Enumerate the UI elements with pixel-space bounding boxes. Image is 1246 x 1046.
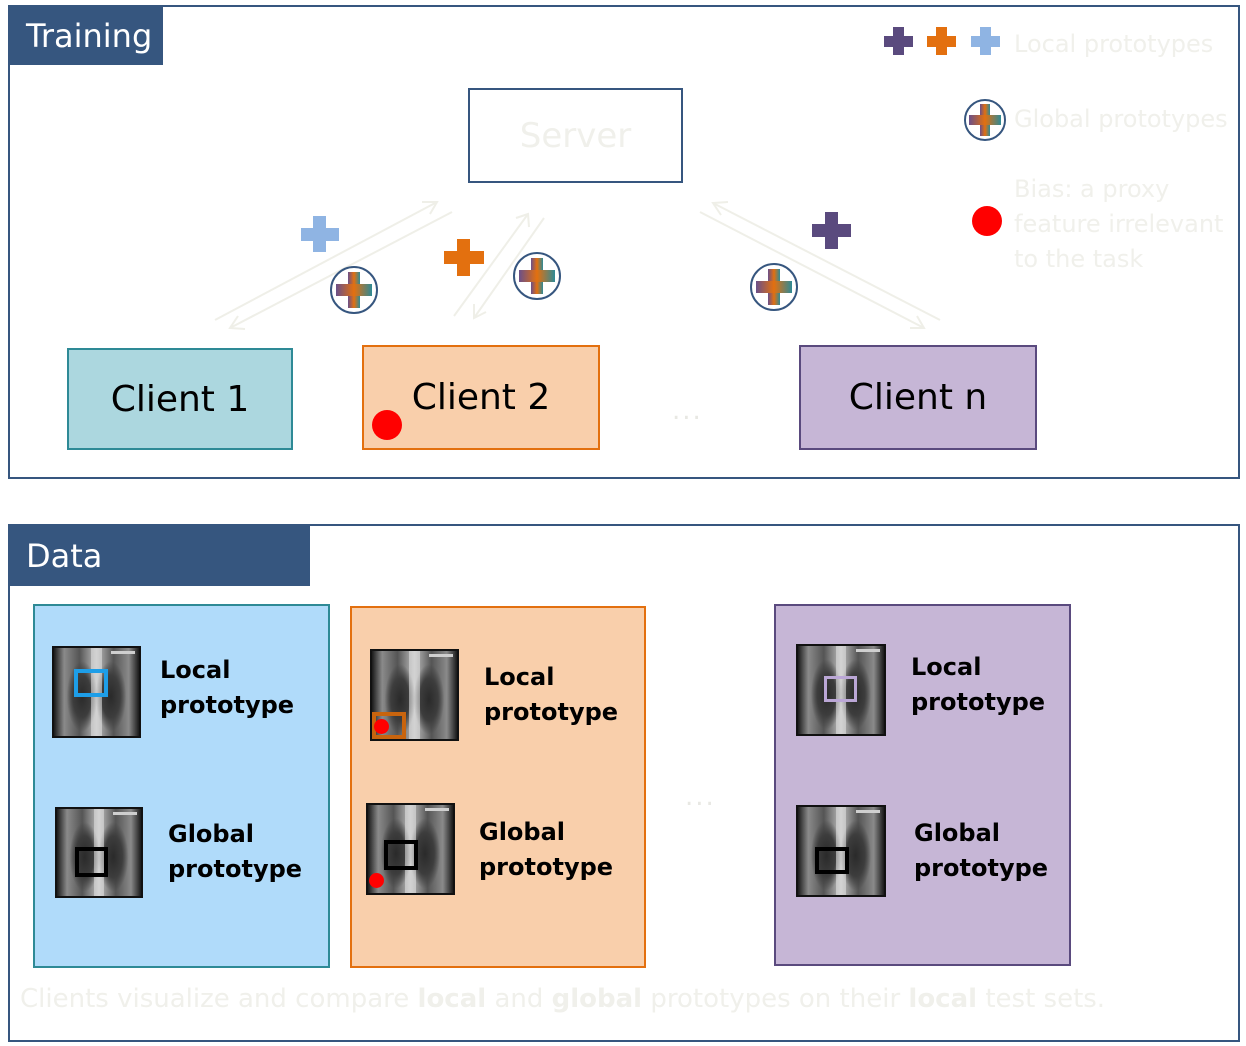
client-1-global-label-2: prototype <box>168 855 303 883</box>
caption-part-3: prototypes on their <box>642 984 909 1014</box>
client-1-global-label-1: Global <box>168 820 255 848</box>
training-tab: Training <box>10 7 163 65</box>
caption-part-2: and <box>486 984 552 1014</box>
legend-global-icon <box>964 99 1006 141</box>
examination-tab: Data examination <box>10 526 310 635</box>
client-2-global-bias-dot <box>369 873 384 888</box>
global-prototype-icon-3 <box>750 263 798 311</box>
client-n-local-label-1: Local <box>911 653 982 681</box>
client-1-label: Client 1 <box>110 378 250 420</box>
server-label: Server <box>519 115 632 156</box>
client-1-global-roi <box>75 847 108 877</box>
client-2-local-label-2: prototype <box>484 698 619 726</box>
legend-local-orange-icon <box>927 27 956 55</box>
legend-global-label: Global prototypes <box>1014 105 1228 133</box>
examination-ellipsis: ... <box>685 782 716 812</box>
caption-word-global: global <box>551 984 643 1014</box>
server-box: Server <box>468 88 683 183</box>
legend-bias-dot-icon <box>972 206 1002 236</box>
local-prototype-blue-icon <box>301 216 339 252</box>
client-1-local-label-2: prototype <box>160 691 295 719</box>
client-2-local-label-1: Local <box>484 663 555 691</box>
caption-word-local: local <box>417 984 487 1014</box>
client-2-local-bias-dot <box>374 719 389 734</box>
client-n-label: Client n <box>848 377 988 418</box>
client-n-global-label-2: prototype <box>914 854 1049 882</box>
client-n-global-roi <box>815 847 849 874</box>
local-prototype-orange-icon <box>444 239 484 276</box>
client-1-global-xray <box>55 807 143 898</box>
client-n-global-xray <box>796 805 886 897</box>
client-1-local-label-1: Local <box>160 656 231 684</box>
client-n-local-roi <box>824 676 857 702</box>
client-1-local-roi <box>74 669 108 697</box>
global-prototype-icon-2 <box>513 252 561 300</box>
client-n-local-xray <box>796 644 886 736</box>
client-2-label: Client 2 <box>411 377 551 418</box>
client-2-local-xray <box>370 649 459 741</box>
local-prototype-purple-icon <box>812 212 851 249</box>
client-n-box: Client n <box>799 345 1037 450</box>
client-2-bias-dot <box>372 410 402 440</box>
caption-word-local-2: local <box>908 984 978 1014</box>
client-2-box: Client 2 <box>362 345 600 450</box>
client-2-global-xray <box>366 803 455 895</box>
caption-part-4: test sets. <box>977 984 1106 1014</box>
client-1-local-xray <box>52 646 141 738</box>
caption-part-1: Clients visualize and compare <box>20 984 418 1014</box>
training-ellipsis: ... <box>672 396 703 426</box>
training-prototype-icons <box>301 27 1006 314</box>
client-1-box: Client 1 <box>67 348 293 450</box>
client-2-global-label-1: Global <box>479 818 566 846</box>
legend-local-label: Local prototypes <box>1014 30 1214 58</box>
client-2-global-roi <box>384 840 418 870</box>
legend-bias-line1: Bias: a proxy <box>1014 175 1170 203</box>
client-2-global-label-2: prototype <box>479 853 614 881</box>
examination-caption: Clients visualize and compare local and … <box>20 984 1105 1014</box>
legend-local-blue-icon <box>971 27 1000 55</box>
legend-local-purple-icon <box>884 27 913 55</box>
global-prototype-icon-1 <box>330 266 378 314</box>
client-n-local-label-2: prototype <box>911 688 1046 716</box>
client-n-global-label-1: Global <box>914 819 1001 847</box>
legend-bias-line2: feature irrelevant <box>1014 210 1224 238</box>
legend-bias-line3: to the task <box>1014 245 1144 273</box>
